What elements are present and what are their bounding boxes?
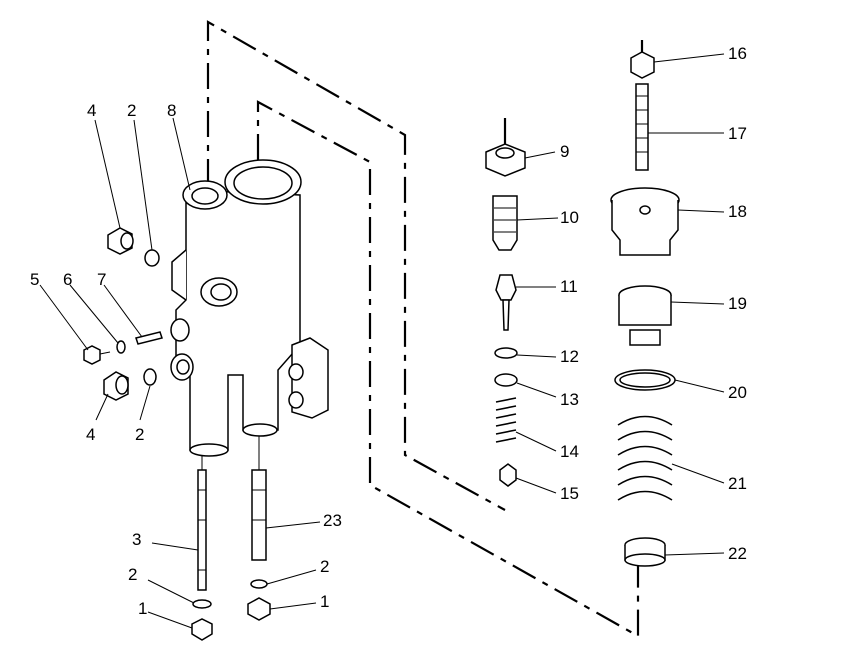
valve-body: [170, 159, 329, 457]
callout-1-left: 1: [138, 599, 147, 618]
callout-2-rod-left: 2: [128, 565, 137, 584]
callout-4-upper: 4: [87, 101, 96, 120]
callout-13: 13: [560, 390, 579, 409]
callout-8: 8: [167, 101, 176, 120]
callout-6: 6: [63, 270, 72, 289]
callout-7: 7: [97, 270, 106, 289]
callout-3: 3: [132, 530, 141, 549]
right-stack: [610, 51, 680, 567]
left-fittings: [83, 227, 163, 401]
callout-23: 23: [323, 511, 342, 530]
callout-12: 12: [560, 347, 579, 366]
middle-stack: [485, 143, 526, 487]
callout-10: 10: [560, 208, 579, 227]
callout-9: 9: [560, 142, 569, 161]
callout-5: 5: [30, 270, 39, 289]
callout-14: 14: [560, 442, 579, 461]
callout-1-right: 1: [320, 592, 329, 611]
callout-11: 11: [560, 277, 578, 296]
lower-rods: [191, 436, 271, 641]
callout-2-rod-right: 2: [320, 557, 329, 576]
callout-labels: 4 2 8 5 6 7 4 2 3 2 1 23 2 1 9 10 11 12 …: [30, 44, 747, 618]
leader-lines: [39, 53, 725, 629]
callout-2-lower: 2: [135, 425, 144, 444]
callout-17: 17: [728, 124, 747, 143]
callout-16: 16: [728, 44, 747, 63]
callout-22: 22: [728, 544, 747, 563]
callout-2-upper: 2: [127, 101, 136, 120]
callout-20: 20: [728, 383, 747, 402]
callout-21: 21: [728, 474, 747, 493]
callout-19: 19: [728, 294, 747, 313]
callout-15: 15: [560, 484, 579, 503]
callout-18: 18: [728, 202, 747, 221]
callout-4-lower: 4: [86, 425, 95, 444]
